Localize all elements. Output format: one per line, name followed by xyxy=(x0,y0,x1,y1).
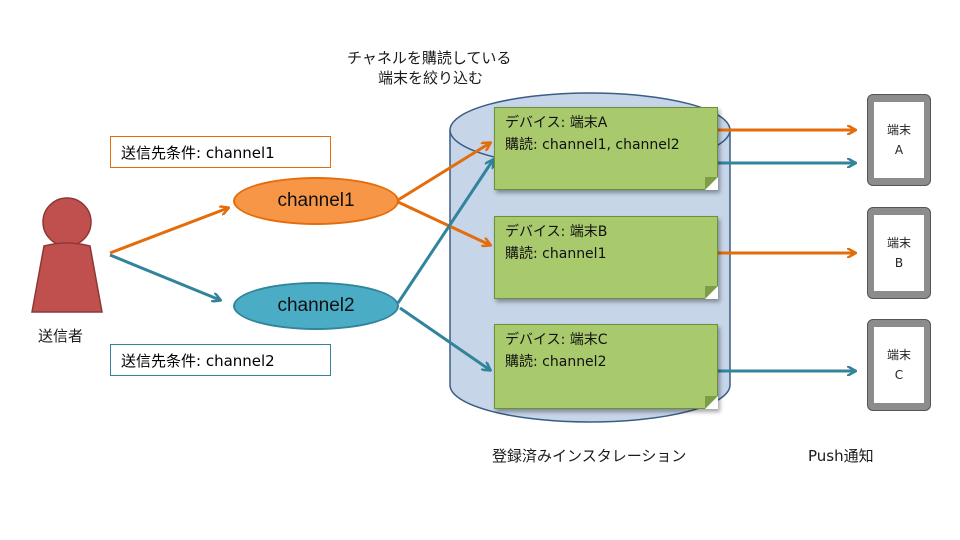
channel2-node: channel2 xyxy=(233,282,399,330)
terminal-a-line1: 端末 xyxy=(886,123,911,137)
device-c-subscriptions: 購読: channel2 xyxy=(505,354,607,370)
terminal-b-device-icon: 端末 B xyxy=(867,207,931,299)
device-a-subscriptions: 購読: channel1, channel2 xyxy=(505,137,680,153)
device-b-title: デバイス: 端末B xyxy=(505,224,608,240)
device-c-title: デバイス: 端末C xyxy=(505,332,608,348)
filter-caption-line2: 端末を絞り込む xyxy=(378,69,484,87)
terminal-b-line1: 端末 xyxy=(886,236,911,250)
terminal-c-device-icon: 端末 C xyxy=(867,319,931,411)
arrow-sender-channel2 xyxy=(109,253,220,300)
terminal-a-device-icon: 端末 A xyxy=(867,94,931,186)
send-condition-channel2: 送信先条件: channel2 xyxy=(110,344,331,376)
arrow-channel1-deviceB xyxy=(397,200,490,245)
arrow-channel2-deviceA xyxy=(396,160,493,304)
sender-person-icon xyxy=(31,197,103,313)
note-fold-icon xyxy=(705,286,718,299)
note-fold-icon xyxy=(705,396,718,409)
device-note-a: デバイス: 端末A 購読: channel1, channel2 xyxy=(494,107,718,190)
terminal-b-line2: B xyxy=(894,256,904,270)
device-a-title: デバイス: 端末A xyxy=(505,115,608,131)
note-fold-icon xyxy=(705,177,718,190)
installations-label: 登録済みインスタレーション xyxy=(492,447,687,465)
channel1-node: channel1 xyxy=(233,177,399,225)
push-notification-label: Push通知 xyxy=(808,447,874,465)
terminal-c-line2: C xyxy=(894,368,904,382)
device-b-subscriptions: 購読: channel1 xyxy=(505,246,607,262)
send-condition-channel1: 送信先条件: channel1 xyxy=(110,136,331,168)
filter-caption-line1: チャネルを購読している xyxy=(347,49,512,67)
arrow-channel1-deviceA xyxy=(397,143,490,202)
terminal-c-line1: 端末 xyxy=(886,348,911,362)
device-note-b: デバイス: 端末B 購読: channel1 xyxy=(494,216,718,299)
terminal-a-line2: A xyxy=(894,143,904,157)
sender-label: 送信者 xyxy=(38,327,84,345)
device-note-c: デバイス: 端末C 購読: channel2 xyxy=(494,324,718,409)
arrow-sender-channel1 xyxy=(109,208,228,255)
arrow-channel2-deviceC xyxy=(399,306,490,370)
